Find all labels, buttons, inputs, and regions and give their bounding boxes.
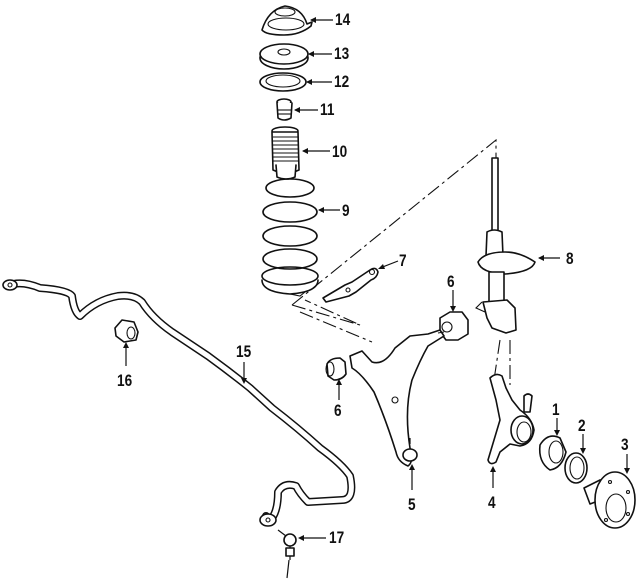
part-6-bushing-front[interactable] — [325, 357, 347, 381]
callout-13: 13 — [334, 44, 350, 63]
callout-5: 5 — [408, 495, 416, 514]
callout-16: 16 — [117, 371, 133, 390]
callout-11: 11 — [320, 100, 335, 119]
callout-3: 3 — [621, 435, 629, 454]
leader-4 — [490, 466, 496, 488]
leader-16 — [123, 342, 129, 366]
part-7-bracket[interactable] — [322, 267, 379, 303]
callout-6-rear: 6 — [447, 272, 455, 291]
leader-14 — [310, 17, 333, 23]
leader-1 — [554, 418, 560, 436]
alignment-lines — [291, 138, 511, 385]
part-13-spring-seat[interactable] — [259, 43, 309, 70]
leader-8 — [538, 255, 560, 261]
part-11-bump-stop[interactable] — [276, 98, 293, 121]
leader-17 — [298, 535, 326, 541]
callout-10: 10 — [332, 142, 348, 161]
leader-7 — [378, 260, 399, 269]
callout-2: 2 — [578, 416, 586, 435]
control-arm[interactable] — [349, 329, 445, 467]
leader-9 — [318, 207, 340, 213]
part-9-coil-spring[interactable] — [261, 178, 319, 297]
part-16-stabilizer-bushing[interactable] — [114, 319, 139, 343]
leader-6-front — [336, 379, 342, 400]
part-8-strut[interactable] — [475, 157, 536, 334]
leader-11 — [294, 107, 318, 113]
callout-14: 14 — [335, 10, 351, 29]
leader-5 — [409, 464, 415, 490]
part-4-steering-knuckle[interactable] — [487, 373, 535, 465]
leader-15 — [241, 362, 247, 384]
callout-12: 12 — [334, 72, 350, 91]
part-12-spring-insulator[interactable] — [259, 72, 307, 92]
part-17-stabilizer-link[interactable] — [277, 529, 297, 579]
part-1-wheel-bearing[interactable] — [538, 435, 567, 471]
part-2-seal[interactable] — [564, 452, 588, 484]
part-15-stabilizer-bar[interactable] — [2, 279, 356, 527]
callout-7: 7 — [399, 251, 407, 270]
leader-10 — [302, 148, 330, 154]
callout-15: 15 — [236, 342, 252, 361]
part-10-dust-boot[interactable] — [271, 126, 300, 180]
part-14-strut-mount[interactable] — [261, 5, 313, 36]
callout-9: 9 — [342, 201, 350, 220]
callout-1: 1 — [552, 400, 560, 419]
leader-2 — [580, 434, 586, 454]
leader-3 — [624, 454, 630, 474]
callout-6-front: 6 — [334, 401, 342, 420]
callout-17: 17 — [329, 528, 345, 547]
leader-13 — [308, 51, 332, 57]
leader-6-rear — [450, 290, 456, 312]
part-3-wheel-hub[interactable] — [583, 471, 636, 529]
leader-12 — [306, 79, 332, 85]
callout-8: 8 — [566, 249, 574, 268]
callout-4: 4 — [488, 493, 496, 512]
